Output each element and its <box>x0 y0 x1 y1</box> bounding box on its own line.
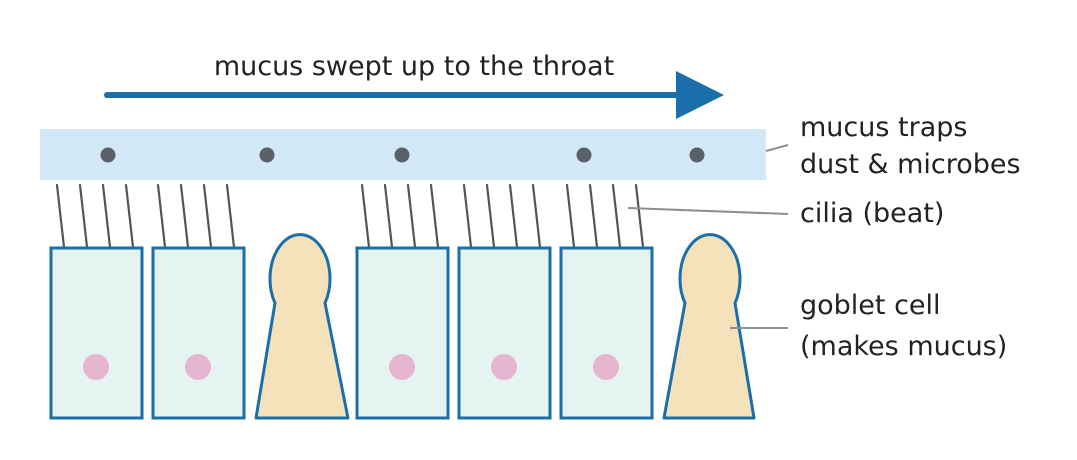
ciliated-cell <box>355 246 450 420</box>
nucleus <box>389 354 415 380</box>
cilium <box>360 183 371 249</box>
cilium <box>406 183 417 249</box>
cilium <box>202 183 213 249</box>
cilium <box>78 183 89 249</box>
ciliated-cell <box>559 246 654 420</box>
trapped-particles <box>100 147 705 163</box>
ciliated-cell <box>49 246 144 420</box>
mucus-label-line1: mucus traps <box>800 112 967 143</box>
cilium <box>611 183 622 249</box>
cilium <box>55 183 66 249</box>
goblet-cell <box>254 233 350 420</box>
nucleus <box>593 354 619 380</box>
cilium <box>179 183 190 249</box>
nucleus <box>83 354 109 380</box>
goblet-cells <box>254 233 756 420</box>
cilium <box>101 183 112 249</box>
cilium <box>462 183 473 249</box>
arrow-label: mucus swept up to the throat <box>214 51 614 82</box>
cilium <box>485 183 496 249</box>
cilium <box>225 183 236 249</box>
cilium <box>383 183 394 249</box>
mucus-label-line2: dust & microbes <box>800 149 1021 180</box>
cilium <box>531 183 542 249</box>
cilium <box>508 183 519 249</box>
cilium <box>156 183 167 249</box>
cilium <box>588 183 599 249</box>
particle <box>576 147 592 163</box>
ciliated-cell <box>151 246 246 420</box>
cilium <box>634 183 645 249</box>
cilia-leader-line <box>627 207 789 215</box>
cilia-label: cilia (beat) <box>800 198 944 229</box>
ciliated-cell <box>457 246 552 420</box>
cilium <box>124 183 135 249</box>
particle <box>100 147 116 163</box>
mucus-leader-line <box>765 144 789 152</box>
particle <box>259 147 275 163</box>
particle <box>689 147 705 163</box>
nucleus <box>185 354 211 380</box>
particle <box>394 147 410 163</box>
nucleus <box>491 354 517 380</box>
leader-lines <box>627 144 789 329</box>
goblet-cell <box>662 233 756 420</box>
cilium <box>429 183 440 249</box>
goblet-label-line2: (makes mucus) <box>800 331 1007 362</box>
goblet-label-line1: goblet cell <box>800 290 941 321</box>
ciliated-cells <box>49 246 654 420</box>
cilia-group <box>55 183 645 249</box>
cilium <box>565 183 576 249</box>
